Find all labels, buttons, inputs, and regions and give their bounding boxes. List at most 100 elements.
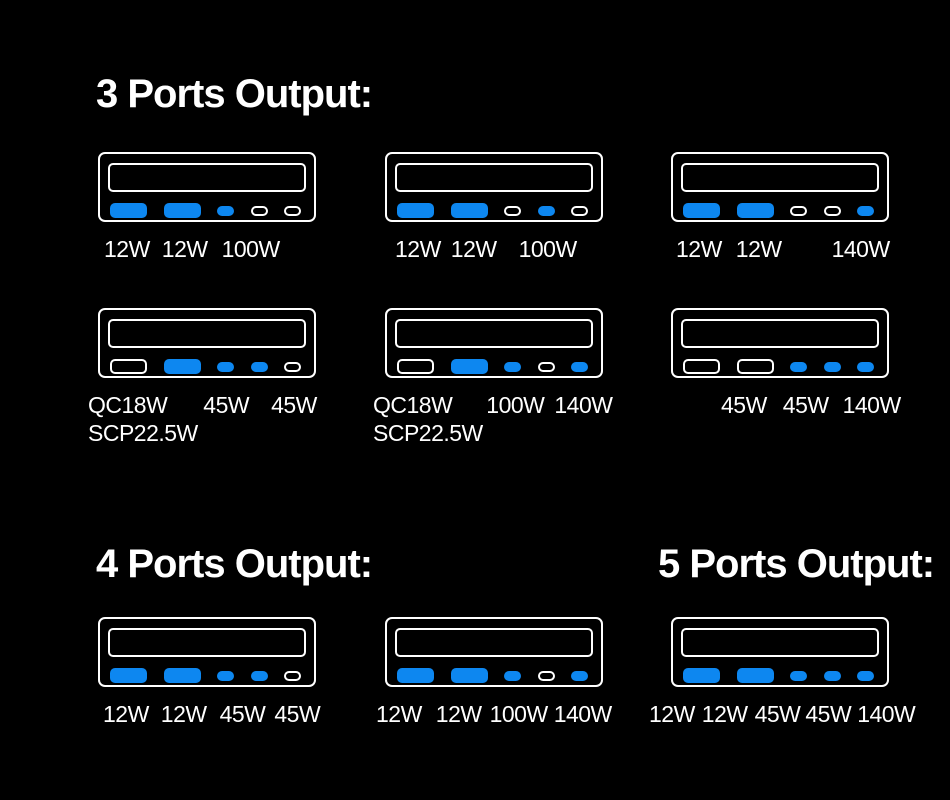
label-line-1: 12W 12W 100W bbox=[104, 235, 328, 263]
usb-c-port-icon-active bbox=[504, 670, 521, 681]
port-power-label: 12W bbox=[435, 701, 482, 727]
charger-diagram-7: 12W 12W 45W 45W bbox=[98, 617, 328, 728]
usb-c-port-icon-active bbox=[823, 361, 841, 372]
port-power-label: QC18W bbox=[88, 392, 168, 418]
port-row bbox=[683, 668, 874, 683]
usb-a-port-icon-inactive bbox=[397, 359, 434, 374]
usb-c-port-icon-inactive bbox=[571, 205, 588, 216]
port-power-label: 100W bbox=[486, 392, 545, 418]
usb-c-port-icon-inactive bbox=[790, 205, 807, 216]
ac-outlet-slot bbox=[395, 163, 593, 192]
port-power-label: 12W bbox=[735, 236, 782, 262]
section-heading-4-ports: 4 Ports Output: bbox=[96, 542, 373, 586]
port-power-label: 45W bbox=[721, 392, 767, 418]
ac-outlet-slot bbox=[681, 163, 879, 192]
port-power-label: 45W bbox=[219, 701, 266, 727]
usb-a-port-icon-active bbox=[736, 668, 774, 683]
usb-c-port-icon-inactive bbox=[284, 361, 301, 372]
usb-a-port-icon-active bbox=[397, 203, 434, 218]
port-power-label: 45W bbox=[805, 701, 852, 727]
charger-outline bbox=[385, 308, 603, 378]
usb-c-port-icon-active bbox=[857, 205, 874, 216]
port-power-label: 12W bbox=[161, 236, 208, 262]
label-line-2: SCP22.5W bbox=[88, 419, 328, 447]
usb-c-port-icon-inactive bbox=[250, 205, 268, 216]
port-power-label: SCP22.5W bbox=[88, 420, 198, 446]
port-power-label: 12W bbox=[649, 701, 695, 727]
charger-outline bbox=[385, 617, 603, 687]
port-row bbox=[110, 359, 301, 374]
usb-a-port-icon-inactive bbox=[110, 359, 147, 374]
usb-c-port-icon-inactive bbox=[284, 205, 301, 216]
port-power-label: 12W bbox=[103, 701, 149, 727]
port-power-label: 12W bbox=[376, 701, 422, 727]
usb-c-port-icon-inactive bbox=[823, 205, 841, 216]
port-power-label: 45W bbox=[271, 392, 317, 418]
usb-c-port-icon-active bbox=[537, 205, 555, 216]
ac-outlet-slot bbox=[395, 319, 593, 348]
port-power-label: 12W bbox=[395, 236, 441, 262]
port-row bbox=[397, 359, 588, 374]
usb-a-port-icon-active bbox=[450, 203, 488, 218]
usb-c-port-icon-active bbox=[217, 670, 234, 681]
charger-outline bbox=[98, 152, 316, 222]
section-heading-3-ports: 3 Ports Output: bbox=[96, 72, 373, 116]
ac-outlet-slot bbox=[108, 319, 306, 348]
port-power-label: 12W bbox=[104, 236, 150, 262]
charger-outline bbox=[671, 617, 889, 687]
charger-diagram-1: 12W 12W 100W bbox=[98, 152, 328, 263]
port-power-label: 140W bbox=[553, 701, 613, 727]
port-row bbox=[683, 203, 874, 218]
port-power-label: QC18W bbox=[373, 392, 453, 418]
charger-outline bbox=[98, 617, 316, 687]
usb-c-port-icon-active bbox=[217, 361, 234, 372]
label-line-1: QC18W 45W 45W bbox=[88, 391, 328, 419]
section-heading-5-ports: 5 Ports Output: bbox=[658, 542, 935, 586]
usb-c-port-icon-active bbox=[571, 361, 588, 372]
port-power-label: 140W bbox=[857, 701, 916, 727]
port-power-label: 100W bbox=[518, 236, 578, 262]
port-power-label: 140W bbox=[842, 392, 902, 418]
port-power-label: 45W bbox=[203, 392, 250, 418]
port-power-label: 45W bbox=[274, 701, 321, 727]
usb-c-port-icon-active bbox=[790, 361, 807, 372]
usb-c-port-icon-active bbox=[504, 361, 521, 372]
usb-c-port-icon-inactive bbox=[284, 670, 301, 681]
usb-a-port-icon-inactive bbox=[736, 359, 774, 374]
port-power-label: 100W bbox=[221, 236, 281, 262]
label-line-1: 12W 12W 45W 45W bbox=[103, 700, 328, 728]
port-power-label: 45W bbox=[754, 701, 801, 727]
port-power-label: 140W bbox=[831, 236, 891, 262]
charger-outline bbox=[671, 308, 889, 378]
label-line-1: QC18W 100W 140W bbox=[373, 391, 615, 419]
usb-c-port-icon-active bbox=[790, 670, 807, 681]
port-row bbox=[110, 203, 301, 218]
ac-outlet-slot bbox=[681, 628, 879, 657]
usb-c-port-icon-active bbox=[217, 205, 234, 216]
label-line-2: SCP22.5W bbox=[373, 419, 615, 447]
usb-a-port-icon-active bbox=[683, 668, 720, 683]
usb-c-port-icon-active bbox=[823, 670, 841, 681]
port-power-labels: 12W 12W 100W bbox=[98, 235, 328, 263]
port-power-label: 12W bbox=[160, 701, 207, 727]
port-power-label: 140W bbox=[554, 392, 613, 418]
port-row bbox=[397, 668, 588, 683]
